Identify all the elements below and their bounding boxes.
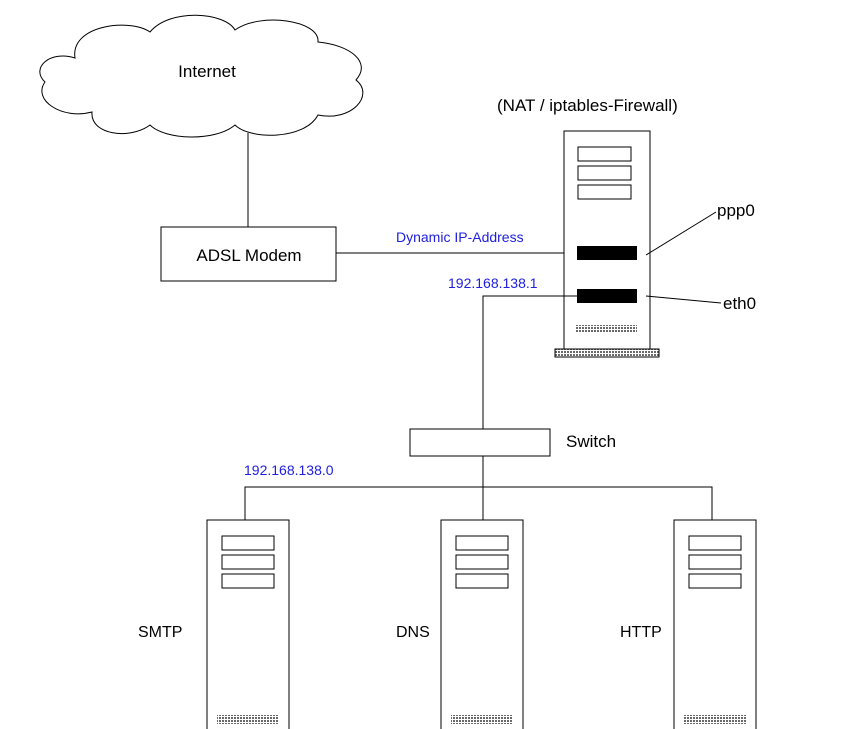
adsl-modem: ADSL Modem	[160, 226, 337, 282]
internet-label: Internet	[178, 62, 236, 81]
firewall-server	[554, 130, 660, 358]
ppp0-callout-line	[645, 211, 717, 256]
smtp-label: SMTP	[138, 624, 182, 641]
http-server: HTTP	[620, 519, 757, 729]
modem-label: ADSL Modem	[196, 246, 301, 265]
internet-cloud: Internet	[39, 14, 364, 138]
firewall-vent	[575, 325, 637, 333]
eth0-port	[577, 289, 637, 303]
gateway-ip-label: 192.168.138.1	[448, 275, 538, 291]
eth0-switch-link	[482, 295, 577, 429]
firewall-base	[554, 348, 660, 358]
firewall-label: (NAT / iptables-Firewall)	[497, 96, 678, 115]
smtp-server: SMTP	[138, 519, 290, 729]
subnet-label: 192.168.138.0	[244, 462, 334, 478]
dns-label: DNS	[396, 624, 430, 641]
switch: Switch	[409, 428, 616, 457]
eth0-label: eth0	[723, 294, 756, 313]
lan-bus	[244, 486, 713, 520]
ppp0-port	[577, 246, 637, 260]
dns-server: DNS	[396, 519, 524, 729]
switch-label: Switch	[566, 432, 616, 451]
ppp0-label: ppp0	[717, 201, 755, 220]
eth0-callout-line	[645, 295, 722, 304]
http-label: HTTP	[620, 624, 662, 641]
dynamic-ip-label: Dynamic IP-Address	[396, 229, 524, 245]
